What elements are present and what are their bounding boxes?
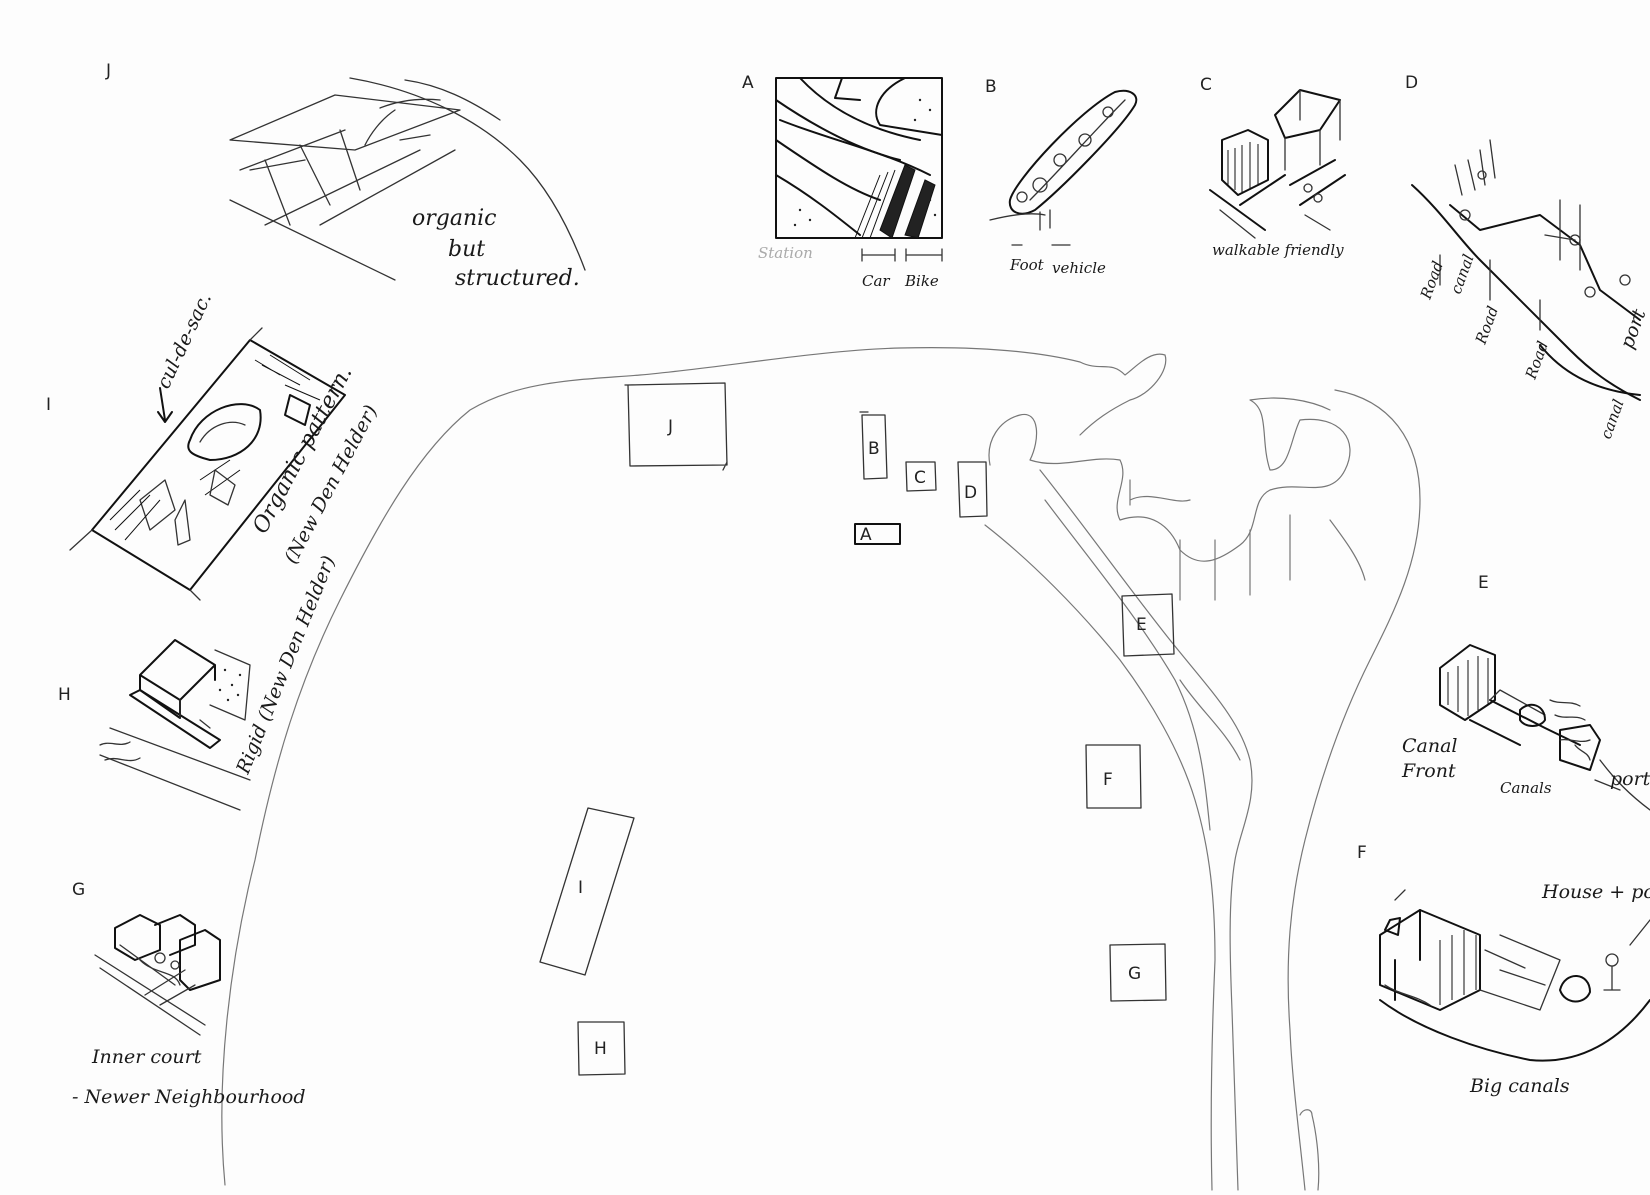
a-frame bbox=[775, 77, 943, 239]
map-box-d: D bbox=[957, 461, 988, 518]
east-coastline bbox=[1287, 389, 1421, 1191]
i-cul-de-sac-note: cul-de-sac. bbox=[153, 289, 216, 392]
sketch-f: F House + pool Big canals bbox=[1357, 843, 1650, 1097]
sketch-label-c: C bbox=[1200, 75, 1212, 95]
map-label-g: G bbox=[1128, 964, 1141, 984]
sketch-label-j: J bbox=[105, 61, 111, 81]
sketch-h: H Rigid (New Den Helder) bbox=[58, 553, 340, 811]
harbour-coastline bbox=[988, 397, 1351, 562]
d-canal-b: canal bbox=[1597, 397, 1628, 442]
map-box-b: B bbox=[859, 411, 888, 480]
g-note-line2: - Newer Neighbourhood bbox=[72, 1086, 306, 1108]
j-note-line2: but bbox=[448, 237, 485, 262]
h-rigid-note: Rigid (New Den Helder) bbox=[232, 553, 340, 778]
sketch-label-d: D bbox=[1405, 73, 1418, 93]
e-canal-front-2: Front bbox=[1401, 760, 1456, 782]
e-port-note: port bbox=[1610, 768, 1650, 790]
d-road-a: Road bbox=[1417, 259, 1448, 303]
map-label-a: A bbox=[860, 525, 872, 545]
map-label-f: F bbox=[1103, 770, 1113, 790]
sketch-a: A Station Car Bike bbox=[742, 73, 943, 290]
a-car-note: Car bbox=[862, 272, 890, 290]
map-label-j: J bbox=[667, 417, 673, 437]
map-box-i: I bbox=[539, 807, 635, 976]
sketch-c: C walkable friendly bbox=[1200, 75, 1346, 259]
b-vehicle-note: vehicle bbox=[1052, 259, 1106, 277]
e-canal-front-1: Canal bbox=[1402, 735, 1458, 757]
sketch-e: E Canal Front Canals port bbox=[1401, 573, 1650, 811]
sketch-label-e: E bbox=[1478, 573, 1489, 593]
map-box-e: E bbox=[1121, 593, 1175, 657]
map-label-c: C bbox=[914, 468, 926, 488]
map-label-b: B bbox=[868, 439, 880, 459]
sketch-label-a: A bbox=[742, 73, 754, 93]
map-label-i: I bbox=[578, 878, 583, 898]
d-road-b: Road bbox=[1472, 304, 1503, 348]
sketch-j: J organic but structured. bbox=[105, 61, 586, 291]
map-box-g: G bbox=[1109, 943, 1167, 1002]
map-box-c: C bbox=[905, 461, 937, 492]
harbour-piers bbox=[1129, 479, 1366, 601]
g-note-line1: Inner court bbox=[91, 1046, 202, 1068]
map-label-h: H bbox=[594, 1039, 607, 1059]
e-canals-note: Canals bbox=[1500, 779, 1552, 797]
a-station-note: Station bbox=[758, 244, 813, 262]
b-foot-note: Foot bbox=[1009, 256, 1045, 274]
f-big-canals-note: Big canals bbox=[1469, 1075, 1570, 1097]
j-note-line1: organic bbox=[412, 206, 497, 231]
f-house-pool-note: House + pool bbox=[1541, 881, 1650, 903]
site-map: J B C D A E F G bbox=[221, 347, 1421, 1191]
sketch-label-g: G bbox=[72, 880, 85, 900]
j-note-line3: structured. bbox=[455, 266, 580, 291]
sketch-label-i: I bbox=[46, 395, 51, 415]
canal-mid-line bbox=[1044, 499, 1241, 831]
c-walkable-note: walkable friendly bbox=[1212, 241, 1344, 259]
sketch-g: G Inner court - Newer Neighbourhood bbox=[72, 880, 306, 1108]
canal-left-bank bbox=[984, 524, 1216, 1191]
outer-coastline bbox=[221, 347, 1167, 1186]
map-box-f: F bbox=[1085, 744, 1142, 809]
sketch-b: B Foot vehicle bbox=[985, 77, 1138, 277]
a-bike-note: Bike bbox=[904, 272, 939, 290]
sketch-label-b: B bbox=[985, 77, 997, 97]
sketch-label-h: H bbox=[58, 685, 71, 705]
map-box-a: A bbox=[854, 523, 901, 545]
d-port: port bbox=[1616, 306, 1650, 352]
sketch-d: D Road canal Road Road canal port bbox=[1405, 73, 1650, 441]
map-label-e: E bbox=[1136, 615, 1147, 635]
map-box-h: H bbox=[577, 1021, 626, 1076]
d-canal-a: canal bbox=[1447, 252, 1478, 297]
canal-right-bank bbox=[1039, 469, 1253, 1191]
east-inlet bbox=[1299, 1109, 1320, 1191]
map-box-j: J bbox=[624, 382, 728, 471]
sketch-label-f: F bbox=[1357, 843, 1367, 863]
map-label-d: D bbox=[964, 483, 977, 503]
sketch-i: I cul-de-sac. Organic pattern. (New Den … bbox=[46, 289, 382, 601]
d-road-c: Road bbox=[1522, 339, 1553, 383]
